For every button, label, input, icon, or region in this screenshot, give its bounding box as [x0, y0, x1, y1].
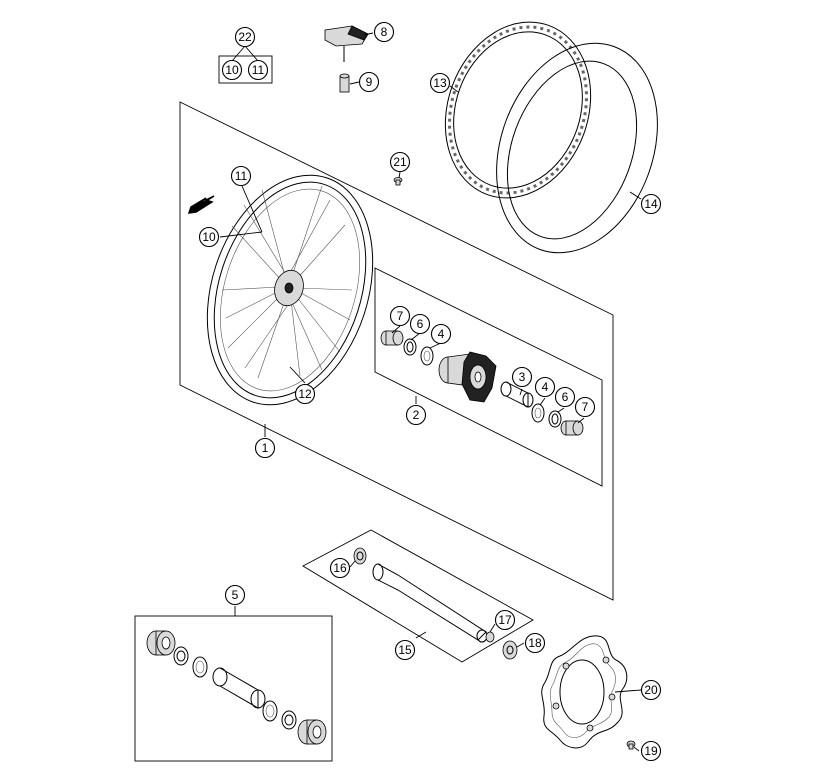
svg-text:22: 22 [238, 30, 252, 44]
arrow-down-left-icon [187, 195, 215, 214]
callout-7-a: 7 [389, 305, 411, 327]
valve [324, 25, 369, 62]
bearing-left [420, 346, 434, 366]
svg-text:11: 11 [235, 169, 248, 183]
callout-10-a: 10 [221, 59, 243, 81]
svg-text:6: 6 [562, 390, 569, 404]
callout-5: 5 [224, 584, 246, 606]
front-wheel [206, 174, 374, 406]
brake-disc-screw [626, 740, 636, 750]
shaft-seal-left [403, 338, 417, 356]
svg-text:12: 12 [298, 387, 312, 401]
svg-text:4: 4 [542, 380, 549, 394]
svg-text:15: 15 [398, 643, 412, 657]
svg-text:20: 20 [644, 683, 658, 697]
callout-6-b: 6 [554, 386, 576, 408]
callout-8: 8 [373, 21, 395, 43]
callout-10-b: 10 [198, 226, 220, 248]
svg-text:16: 16 [333, 561, 347, 575]
svg-text:6: 6 [417, 317, 424, 331]
bearing-kit-parts [146, 630, 327, 745]
svg-text:5: 5 [232, 588, 239, 602]
hub-parts [380, 330, 584, 436]
callout-3: 3 [511, 366, 533, 388]
axle-spacer-right [560, 420, 584, 436]
axle-spacer-left [380, 330, 404, 346]
svg-text:21: 21 [393, 155, 407, 169]
callout-20: 20 [640, 679, 662, 701]
svg-text:9: 9 [366, 75, 373, 89]
wheel-hub [438, 351, 497, 403]
callout-4-b: 4 [534, 376, 556, 398]
rim-band [444, 21, 592, 199]
spoke-nipple-set-frame [218, 55, 273, 84]
svg-text:19: 19 [644, 744, 658, 758]
valve-cap [339, 73, 350, 93]
svg-text:7: 7 [397, 309, 404, 323]
svg-text:11: 11 [252, 63, 265, 77]
callout-11-a: 11 [247, 59, 269, 81]
callout-22: 22 [234, 26, 256, 48]
distance-sleeve [500, 381, 534, 408]
callout-1: 1 [254, 437, 276, 459]
svg-text:17: 17 [498, 613, 512, 627]
callout-21: 21 [389, 151, 411, 173]
callout-9: 9 [358, 71, 380, 93]
wheel-assembly-frame [179, 101, 614, 601]
svg-text:2: 2 [413, 408, 420, 422]
svg-text:8: 8 [381, 25, 388, 39]
svg-text:10: 10 [202, 230, 216, 244]
axle-washer [485, 631, 495, 643]
callout-17: 17 [494, 609, 516, 631]
callout-12: 12 [294, 383, 316, 405]
svg-text:10: 10 [225, 63, 239, 77]
axle-kit-frame [302, 529, 534, 663]
callout-19: 19 [640, 740, 662, 762]
svg-text:18: 18 [528, 636, 542, 650]
svg-text:3: 3 [519, 370, 526, 384]
tyre [496, 42, 658, 254]
svg-text:7: 7 [582, 400, 589, 414]
callout-6-a: 6 [409, 313, 431, 335]
callout-2: 2 [405, 404, 427, 426]
leader-lines [219, 32, 642, 752]
hub-assembly-frame [374, 267, 603, 487]
svg-text:4: 4 [438, 327, 445, 341]
svg-text:13: 13 [433, 76, 447, 90]
svg-text:1: 1 [262, 441, 269, 455]
bearing-kit-frame [134, 615, 333, 762]
callout-13: 13 [429, 72, 451, 94]
bleed-screw [393, 177, 403, 186]
wheel-axle [372, 563, 488, 643]
bearing-right [531, 403, 545, 423]
svg-text:14: 14 [644, 197, 658, 211]
axle-nut [353, 547, 367, 565]
callout-15: 15 [394, 639, 416, 661]
callout-11-b: 11 [230, 165, 252, 187]
axle-clamp-screw [502, 640, 518, 660]
callout-16: 16 [329, 557, 351, 579]
callout-18: 18 [524, 632, 546, 654]
callout-14: 14 [640, 193, 662, 215]
shaft-seal-right [548, 410, 562, 428]
callout-7-b: 7 [574, 396, 596, 418]
brake-disc [541, 635, 628, 749]
callout-4-a: 4 [430, 323, 452, 345]
axle-kit-parts [353, 547, 518, 660]
